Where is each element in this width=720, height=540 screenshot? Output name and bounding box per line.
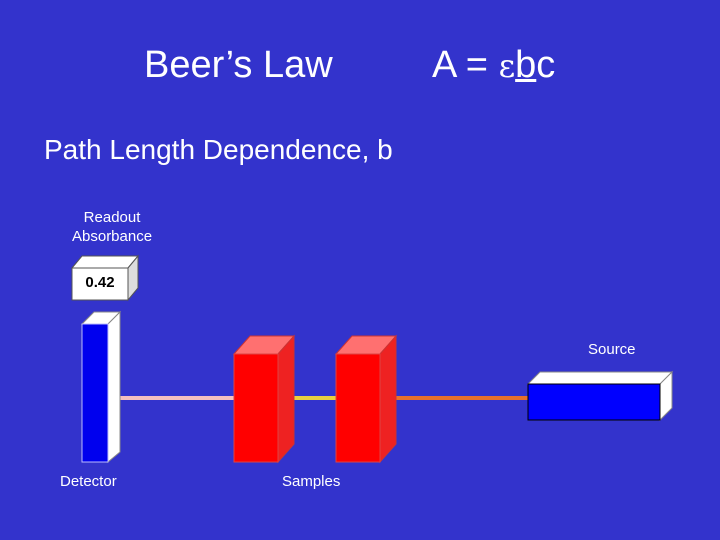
readout-label: Readout Absorbance — [72, 208, 152, 246]
light-source-block — [526, 370, 674, 422]
detector-label: Detector — [60, 473, 117, 490]
readout-box — [70, 254, 140, 302]
sample-cuvette-2 — [334, 334, 398, 464]
slide-subtitle: Path Length Dependence, b — [44, 134, 393, 165]
readout-value: 0.42 — [85, 274, 115, 291]
source-label: Source — [588, 341, 636, 358]
slide-title: Beer’s Law — [144, 44, 333, 86]
sample-cuvette-1 — [232, 334, 296, 464]
equation-prefix: A = — [432, 44, 499, 86]
readout-label-line2: Absorbance — [72, 228, 153, 245]
concentration-variable: c — [536, 44, 556, 86]
path-length-variable: b — [515, 44, 537, 86]
detector-block — [80, 310, 122, 464]
samples-label: Samples — [282, 473, 341, 490]
epsilon-symbol: ε — [498, 47, 516, 85]
readout-label-line1: Readout — [83, 209, 141, 226]
beer-law-equation: A = εbc — [432, 44, 555, 87]
